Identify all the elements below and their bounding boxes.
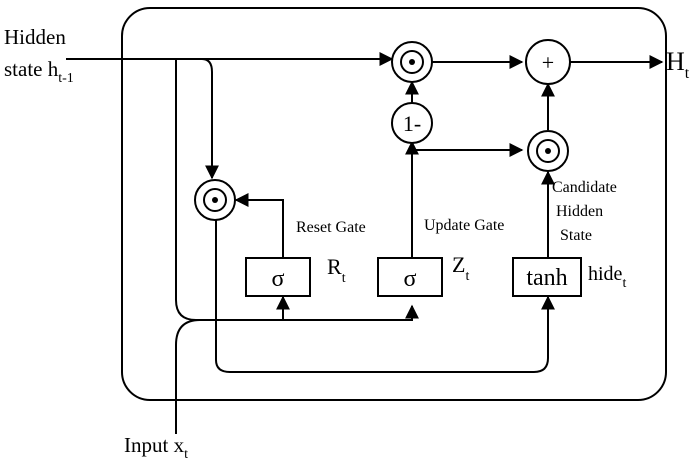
hidden-state-label-line2: state ht-1 (4, 57, 74, 86)
hidden-to-reset-mult-line (201, 58, 219, 180)
candidate-caption-line1: Candidate (552, 179, 617, 196)
reset-gate-to-mult-line (234, 193, 284, 258)
reset-mult-to-tanh-line (215, 220, 555, 373)
one-minus-node: 1- (391, 102, 433, 144)
reset-gate-box: σ (245, 257, 311, 297)
candidate-caption-line2: Hidden (556, 203, 603, 220)
reset-gate-caption: Reset Gate (296, 219, 366, 236)
add-symbol: + (542, 50, 554, 75)
input-label: Input xt (124, 433, 188, 462)
candidate-output-label: hidet (588, 263, 626, 291)
forget-multiply-node (391, 41, 433, 83)
candidate-multiply-node (527, 130, 569, 172)
update-gate-symbol: σ (404, 266, 417, 292)
candidate-caption-line3: State (560, 227, 592, 244)
reset-gate-symbol: σ (272, 266, 285, 292)
update-output-label: Zt (452, 252, 469, 284)
add-node: + (525, 39, 571, 85)
tanh-box: tanh (512, 257, 582, 297)
reset-multiply-node (194, 179, 236, 221)
tanh-symbol: tanh (526, 265, 567, 291)
output-label: Ht (666, 47, 690, 82)
input-line (175, 319, 201, 434)
hidden-state-label-line1: Hidden (4, 25, 66, 49)
hidden-to-update-gate-line (174, 58, 419, 321)
reset-output-label: Rt (327, 254, 346, 286)
update-gate-box: σ (377, 257, 443, 297)
update-gate-caption: Update Gate (424, 217, 504, 234)
one-minus-symbol: 1- (403, 111, 421, 136)
cell-boundary (121, 7, 667, 401)
